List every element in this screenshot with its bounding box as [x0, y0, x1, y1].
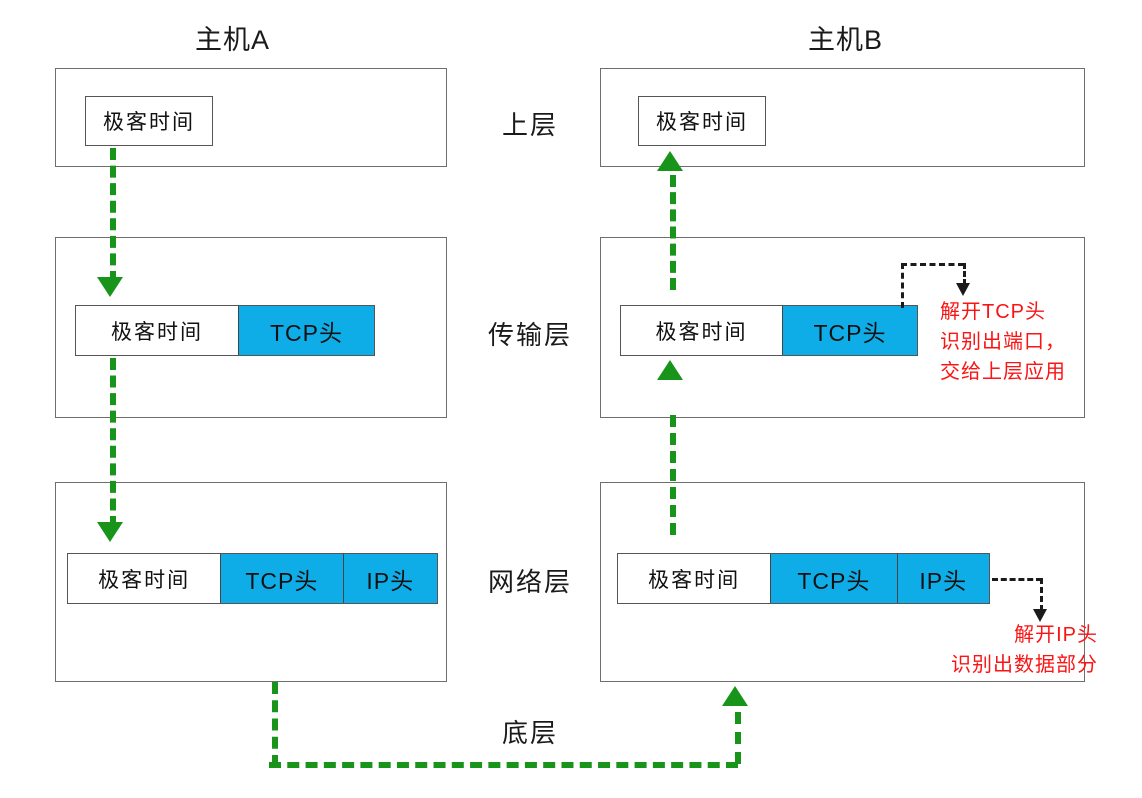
callout-tcp-drop [963, 263, 966, 285]
callout-tcp-horizontal [901, 263, 964, 266]
layer-label-network: 网络层 [487, 567, 572, 597]
flow-a-upper-to-transport [110, 148, 116, 283]
host-b-transport-packet: 极客时间 TCP头 [620, 305, 918, 356]
flow-b-network-to-transport [670, 415, 676, 535]
packet-segment-payload: 极客时间 [618, 554, 771, 603]
packet-segment-payload: 极客时间 [621, 306, 782, 355]
packet-segment-tcp-header: TCP头 [237, 306, 374, 355]
host-a-transport-packet: 极客时间 TCP头 [75, 305, 375, 356]
packet-segment-tcp-header: TCP头 [770, 554, 897, 603]
flow-a-upper-to-transport-arrowhead [97, 277, 123, 297]
callout-tcp-vertical-stem [901, 263, 904, 308]
layer-label-upper: 上层 [501, 110, 558, 140]
network-decapsulation-note: 解开IP头 识别出数据部分 [951, 624, 1098, 676]
callout-tcp-arrowhead [956, 283, 970, 296]
layer-label-link: 底层 [501, 718, 558, 748]
packet-segment-ip-header: IP头 [342, 554, 437, 603]
flow-link-horizontal [269, 762, 738, 768]
flow-b-transport-to-upper-arrowhead [657, 151, 683, 171]
packet-segment-ip-header: IP头 [896, 554, 989, 603]
host-a-network-packet: 极客时间 TCP头 IP头 [67, 553, 438, 604]
flow-a-transport-to-network-arrowhead [97, 522, 123, 542]
host-b-title: 主机B [808, 25, 884, 55]
flow-b-network-to-transport-arrowhead [657, 360, 683, 380]
host-b-upper-payload: 极客时间 [638, 96, 766, 146]
flow-b-transport-to-upper [670, 175, 676, 290]
callout-ip-drop [1040, 578, 1043, 611]
host-b-network-packet: 极客时间 TCP头 IP头 [617, 553, 990, 604]
callout-ip-arrowhead [1033, 609, 1047, 622]
host-a-title: 主机A [195, 25, 271, 55]
callout-ip-horizontal [992, 578, 1042, 581]
host-a-upper-payload: 极客时间 [85, 96, 213, 146]
packet-segment-tcp-header: TCP头 [781, 306, 917, 355]
packet-segment-payload: 极客时间 [76, 306, 238, 355]
flow-link-arrowhead [722, 686, 748, 706]
packet-segment-tcp-header: TCP头 [220, 554, 343, 603]
flow-link-up-to-b [735, 712, 741, 764]
packet-segment-payload: 极客时间 [68, 554, 221, 603]
transport-decapsulation-note: 解开TCP头 识别出端口， 交给上层应用 [940, 301, 1066, 383]
flow-link-down-from-a [272, 682, 278, 767]
layer-label-transport: 传输层 [487, 320, 572, 350]
flow-a-transport-to-network [110, 358, 116, 528]
